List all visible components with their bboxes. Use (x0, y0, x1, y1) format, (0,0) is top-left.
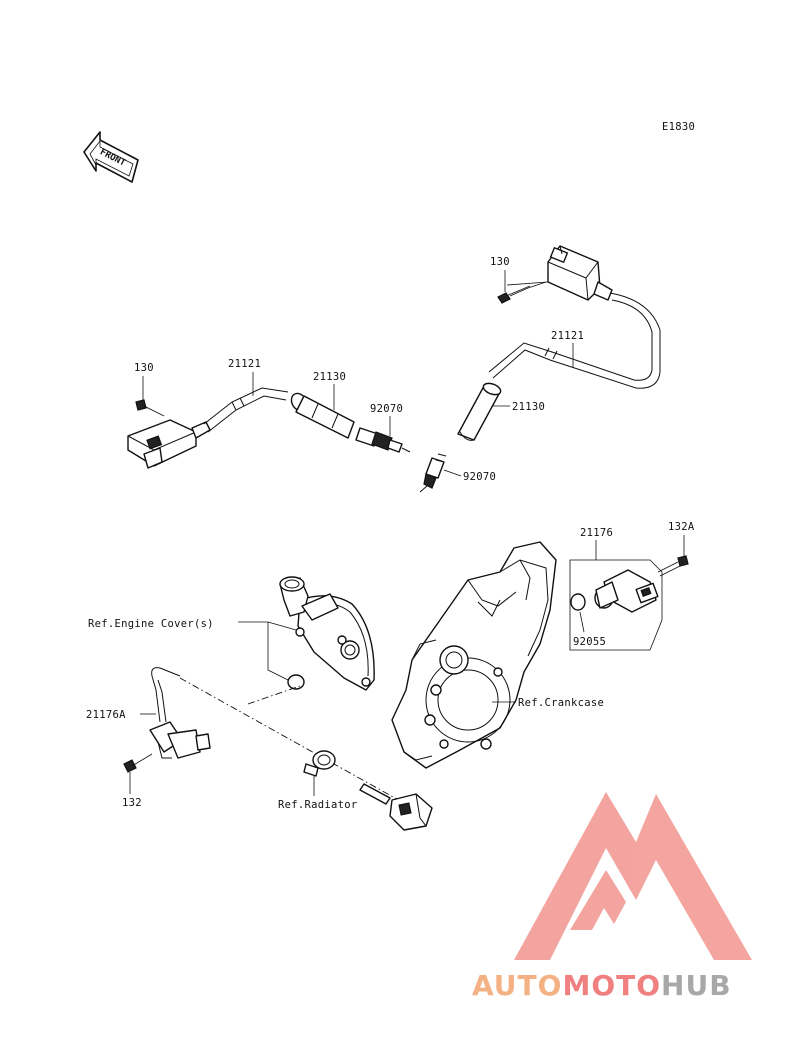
label-92070-left: 92070 (370, 403, 403, 415)
watermark-hub: HUB (661, 969, 732, 1002)
label-132: 132 (122, 797, 142, 809)
bolt-132A (657, 555, 689, 577)
label-21130-left: 21130 (313, 371, 346, 383)
spark-plug-right (419, 453, 447, 493)
label-21176: 21176 (580, 527, 613, 539)
label-92055: 92055 (573, 636, 606, 648)
label-21121-left: 21121 (228, 358, 261, 370)
label-130-left: 130 (134, 362, 154, 374)
label-92070-right: 92070 (463, 471, 496, 483)
label-130-right: 130 (490, 256, 510, 268)
crankcase (391, 541, 557, 769)
plug-cap-right (457, 382, 502, 441)
engine-cover-oring (287, 674, 305, 690)
ignition-coil-right (547, 245, 613, 301)
sensor-connector (359, 783, 433, 831)
diagram-code: E1830 (662, 121, 695, 133)
bracket-21176 (569, 559, 663, 651)
bolt-130-left (135, 399, 165, 417)
engine-cover (279, 576, 375, 691)
ignition-cable-left (203, 387, 289, 433)
label-21130-right: 21130 (512, 401, 545, 413)
sensor-21176A (149, 667, 211, 759)
label-ref-crankcase: Ref.Crankcase (518, 697, 604, 709)
leader-engine-cover (238, 621, 297, 681)
ignition-coil-left (127, 419, 211, 469)
front-arrow-icon: FRONT (83, 131, 139, 183)
label-21121-right: 21121 (551, 330, 584, 342)
ignition-cable-right (488, 292, 661, 389)
label-21176A: 21176A (86, 709, 126, 721)
watermark-moto: MOTO (562, 969, 661, 1002)
plug-cap-left (290, 392, 355, 439)
crank-sensor-21176 (594, 569, 659, 613)
bolt-130-right (497, 281, 547, 304)
leader-92070-right (443, 469, 462, 477)
label-ref-engine-cover: Ref.Engine Cover(s) (88, 618, 214, 630)
watermark-text: AUTOMOTOHUB (472, 969, 732, 1002)
label-ref-radiator: Ref.Radiator (278, 799, 357, 811)
spark-plug-left (355, 427, 411, 453)
routing-line (179, 677, 421, 813)
bolt-132 (123, 753, 153, 773)
label-132A: 132A (668, 521, 695, 533)
watermark-auto: AUTO (472, 969, 562, 1002)
automotohub-logo (514, 792, 752, 960)
radiator-clamp (303, 750, 336, 777)
oring-92055 (570, 593, 586, 611)
